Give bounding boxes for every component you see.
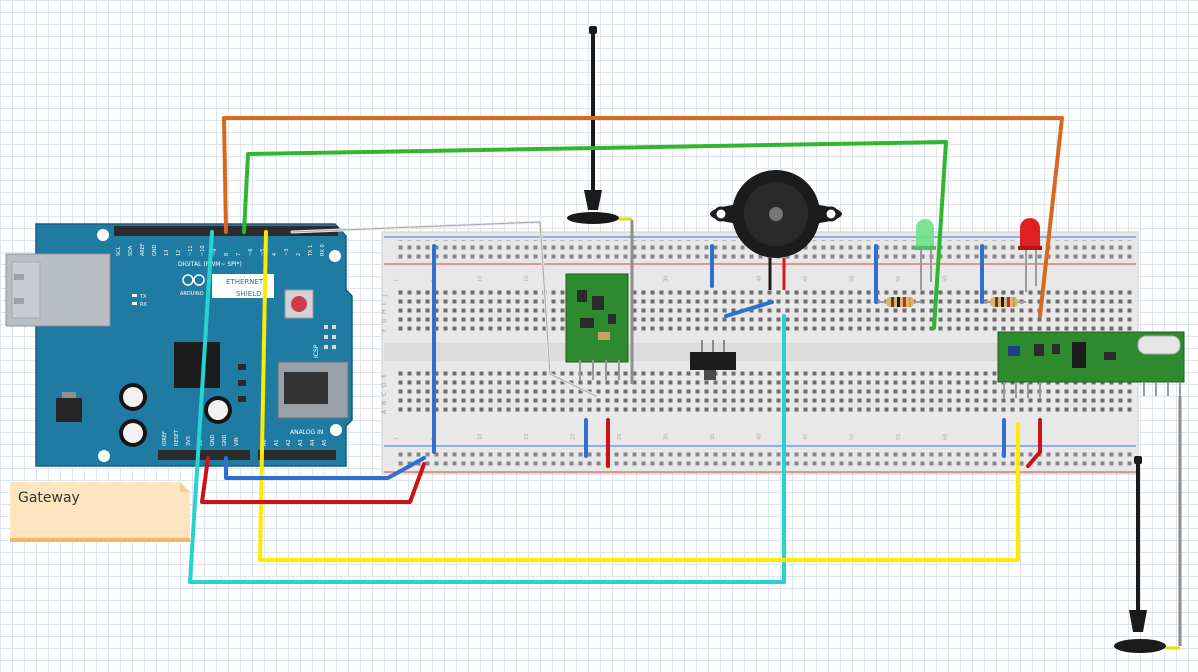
column-number: 55	[896, 276, 902, 282]
row-letter: H	[381, 309, 388, 314]
analog-label: ANALOG IN	[290, 429, 323, 436]
row-letter: F	[381, 328, 388, 332]
column-number: 1	[394, 437, 400, 440]
analog-pin-label: A0	[262, 439, 268, 446]
green-wire	[242, 140, 948, 330]
digital-pin-label: 2	[296, 253, 302, 256]
cyan-wire	[188, 230, 786, 584]
rf-receiver-module	[997, 331, 1185, 398]
column-number: 45	[803, 276, 809, 282]
column-number: 15	[524, 276, 530, 282]
digital-pin-label: AREF	[140, 243, 146, 256]
column-number: 50	[850, 276, 856, 282]
main-chip	[174, 342, 220, 388]
digital-pin-label: TX 1	[308, 245, 314, 257]
antenna-receiver	[1114, 396, 1182, 653]
digital-pin-label: ~6	[248, 249, 254, 256]
digital-pin-label: ~11	[188, 245, 194, 256]
row-letter: C	[381, 392, 388, 396]
row-letter: J	[381, 294, 388, 297]
column-number: 30	[664, 434, 670, 440]
digital-pin-label: ~10	[200, 245, 206, 256]
note-fold	[180, 482, 190, 492]
digital-pin-label: 12	[176, 250, 182, 256]
analog-pin-label: A3	[298, 439, 304, 446]
column-number: 45	[803, 434, 809, 440]
reset-button	[284, 289, 314, 319]
tx-led-label: TX	[139, 294, 147, 300]
column-number: 55	[896, 434, 902, 440]
column-number: 10	[478, 276, 484, 282]
red-led	[1018, 218, 1042, 292]
digital-pin-label: 8	[224, 253, 230, 256]
blue-jumper-3	[724, 300, 774, 318]
slide-switch	[690, 340, 736, 380]
row-letter: B	[381, 401, 388, 405]
column-number: 30	[664, 276, 670, 282]
note-text: Gateway	[18, 490, 80, 506]
column-number: 25	[617, 434, 623, 440]
yellow-wire	[258, 230, 1020, 562]
column-number: 60	[943, 434, 949, 440]
column-number: 40	[757, 434, 763, 440]
power-pin-label: VIN	[234, 437, 240, 446]
column-number: 10	[478, 434, 484, 440]
column-number: 35	[710, 434, 716, 440]
gateway-note: Gateway	[10, 482, 190, 542]
power-pin-label: 5V	[198, 439, 204, 446]
column-number: 15	[524, 434, 530, 440]
row-letter: E	[381, 374, 388, 378]
wires	[188, 116, 1064, 584]
row-letter: G	[381, 318, 388, 323]
arduino-logo: ARDUINO	[180, 274, 205, 297]
analog-pin-label: A1	[274, 439, 280, 446]
antenna-transmitter	[567, 26, 634, 384]
power-pin-label: RESET	[174, 429, 180, 446]
arduino-ethernet-shield: SCL SDA AREF GND 13 12 ~11 ~10 ~9 8 7 ~6 ~5 4 ~3 2 TX 1 R…	[5, 223, 353, 467]
analog-pin-label: A4	[310, 439, 316, 446]
digital-pin-label: ~5	[260, 249, 266, 256]
orange-wire	[222, 116, 1064, 318]
digital-pin-label: ~3	[284, 249, 290, 256]
column-number: 50	[850, 434, 856, 440]
power-pin-label: GND	[222, 434, 228, 446]
power-pin-label: IOREF	[162, 431, 168, 446]
digital-pin-label: GND	[152, 244, 158, 256]
red-jumper-2	[1026, 418, 1042, 468]
digital-pin-label: 7	[236, 253, 242, 256]
blue-wire-gnd	[224, 456, 426, 480]
digital-pin-label: SDA	[128, 245, 134, 256]
rx-led-label: RX	[140, 302, 147, 308]
white-wire-outline	[291, 221, 597, 397]
shield-title-line1: ETHERNET	[226, 278, 264, 286]
digital-pin-label: 13	[164, 250, 170, 256]
column-number: 20	[571, 434, 577, 440]
rf-transmitter-module	[565, 273, 629, 380]
svg-text:ARDUINO: ARDUINO	[180, 291, 204, 297]
analog-header	[258, 450, 336, 460]
column-number: 60	[943, 276, 949, 282]
row-letter: D	[381, 382, 388, 387]
green-led	[914, 219, 936, 290]
column-number: 1	[394, 279, 400, 282]
resistor-green-led	[878, 297, 922, 307]
power-pin-label: GND	[210, 434, 216, 446]
digital-pin-label: 4	[272, 253, 278, 256]
red-wire-5v	[200, 456, 426, 504]
digital-pin-label: SCL	[116, 246, 122, 256]
analog-pin-label: A2	[286, 439, 292, 446]
analog-pin-label: A5	[322, 439, 328, 446]
icsp-label: ICSP	[313, 344, 320, 358]
power-pin-label: 3V3	[186, 436, 192, 446]
column-number: 40	[757, 276, 763, 282]
row-letter: I	[381, 303, 388, 305]
resistor-red-led	[982, 297, 1026, 307]
piezo-buzzer	[710, 170, 842, 290]
shield-title-line2: SHIELD	[236, 290, 261, 298]
power-header	[158, 450, 250, 460]
row-letter: A	[381, 409, 388, 414]
digital-pin-label: ~9	[212, 249, 218, 256]
digital-pin-label: RX 0	[320, 244, 326, 256]
